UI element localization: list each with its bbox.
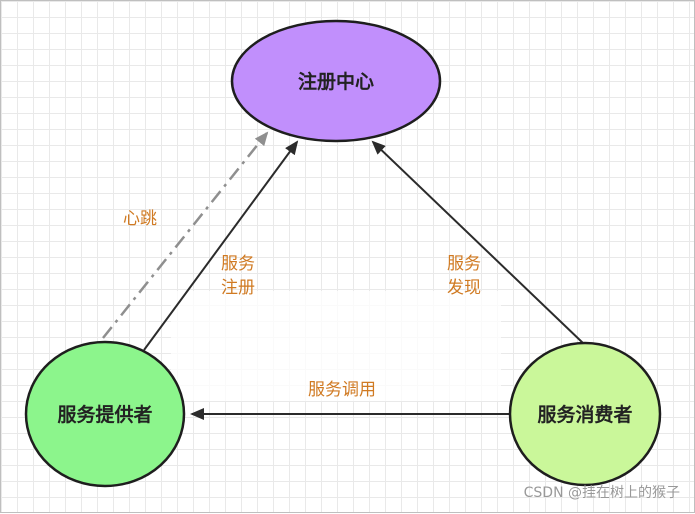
consumer-label: 服务消费者 bbox=[537, 403, 632, 426]
discover-label-line2: 发现 bbox=[447, 278, 481, 298]
register-label-line2: 注册 bbox=[221, 278, 255, 298]
invoke-label: 服务调用 bbox=[308, 380, 376, 400]
consumer-node: 服务消费者 bbox=[508, 341, 662, 487]
register-edge bbox=[143, 140, 299, 351]
registry-label: 注册中心 bbox=[298, 70, 374, 93]
discover-edge bbox=[371, 140, 585, 345]
provider-node: 服务提供者 bbox=[24, 340, 186, 488]
erased-area bbox=[171, 291, 501, 401]
consumer-ellipse bbox=[508, 341, 662, 487]
heartbeat-label: 心跳 bbox=[123, 209, 157, 229]
provider-label: 服务提供者 bbox=[57, 403, 152, 426]
registry-node: 注册中心 bbox=[230, 19, 442, 143]
register-label-line1: 服务 bbox=[221, 254, 255, 274]
discover-label-line1: 服务 bbox=[447, 254, 481, 274]
registry-ellipse bbox=[230, 19, 442, 143]
provider-ellipse bbox=[24, 340, 186, 488]
watermark: CSDN @挂在树上的猴子 bbox=[523, 485, 680, 501]
